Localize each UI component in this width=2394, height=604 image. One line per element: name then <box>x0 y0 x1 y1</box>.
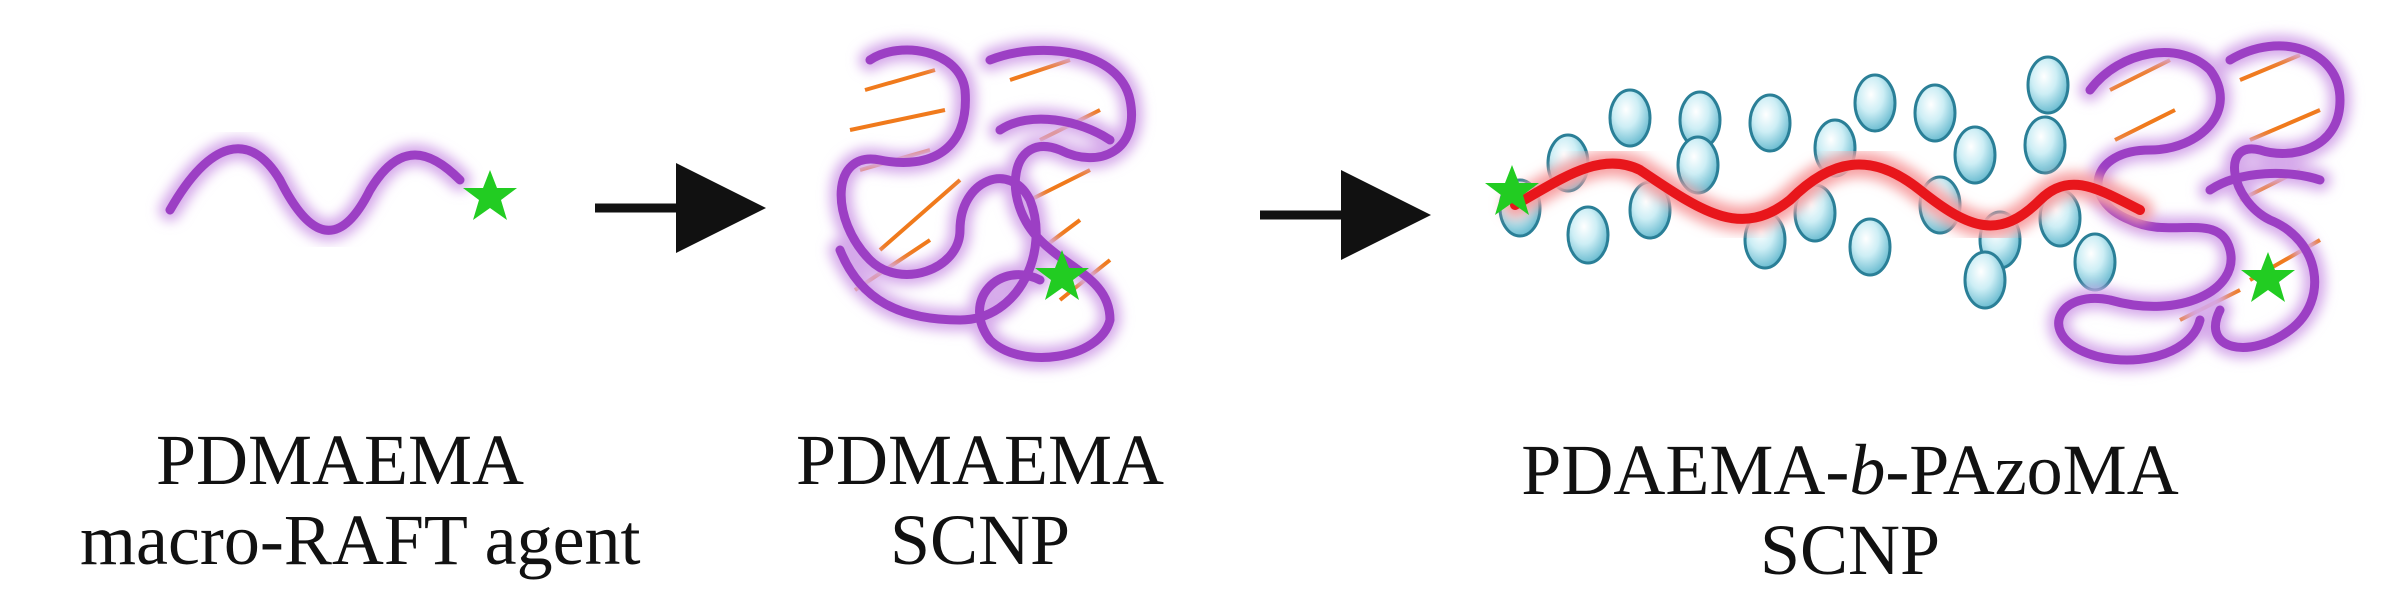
bead-icon <box>2026 55 2070 115</box>
green-star-icon <box>1035 250 1089 300</box>
green-star-icon <box>2241 252 2295 302</box>
scnp-coil <box>2054 41 2345 365</box>
stage-2-label: PDMAEMA SCNP <box>770 420 1190 580</box>
macro-raft-agent <box>159 137 517 242</box>
stage-3-line-1-c: -PAzoMA <box>1885 430 2179 510</box>
stage-3-line-2: SCNP <box>1759 510 1941 590</box>
bead-icon <box>2073 232 2117 292</box>
bead-icon <box>1853 73 1897 133</box>
bead-icon <box>1748 93 1792 153</box>
stage-2-line-1: PDMAEMA <box>795 420 1165 500</box>
bead-icon <box>1913 83 1957 143</box>
block-copolymer-scnp <box>1485 35 2351 371</box>
bead-icon <box>2023 115 2067 175</box>
green-star-icon <box>1485 165 1539 215</box>
stage-3-line-1-b: b <box>1849 430 1886 510</box>
bead-icon <box>1963 250 2007 310</box>
pazoma-chain <box>1510 158 2145 231</box>
green-star-icon <box>463 170 517 220</box>
stage-1-line-2: macro-RAFT agent <box>80 500 641 580</box>
stage-3-line-1-a: PDAEMA- <box>1521 430 1850 510</box>
bead-icon <box>1953 125 1997 185</box>
pdmaema-scnp <box>829 39 1143 369</box>
stage-3-line-1: PDAEMA-b-PAzoMA <box>1470 430 2230 510</box>
stage-2-line-2: SCNP <box>889 500 1071 580</box>
bead-icon <box>1566 205 1610 265</box>
stage-1-line-1: PDMAEMA <box>155 420 525 500</box>
bead-icon <box>1608 88 1652 148</box>
polymer-chain <box>165 144 465 235</box>
stage-3-label: PDAEMA-b-PAzoMA SCNP <box>1470 430 2230 590</box>
scnp-coil <box>835 45 1136 362</box>
stage-1-label: PDMAEMA macro-RAFT agent <box>80 420 641 580</box>
bead-icon <box>1848 217 1892 277</box>
